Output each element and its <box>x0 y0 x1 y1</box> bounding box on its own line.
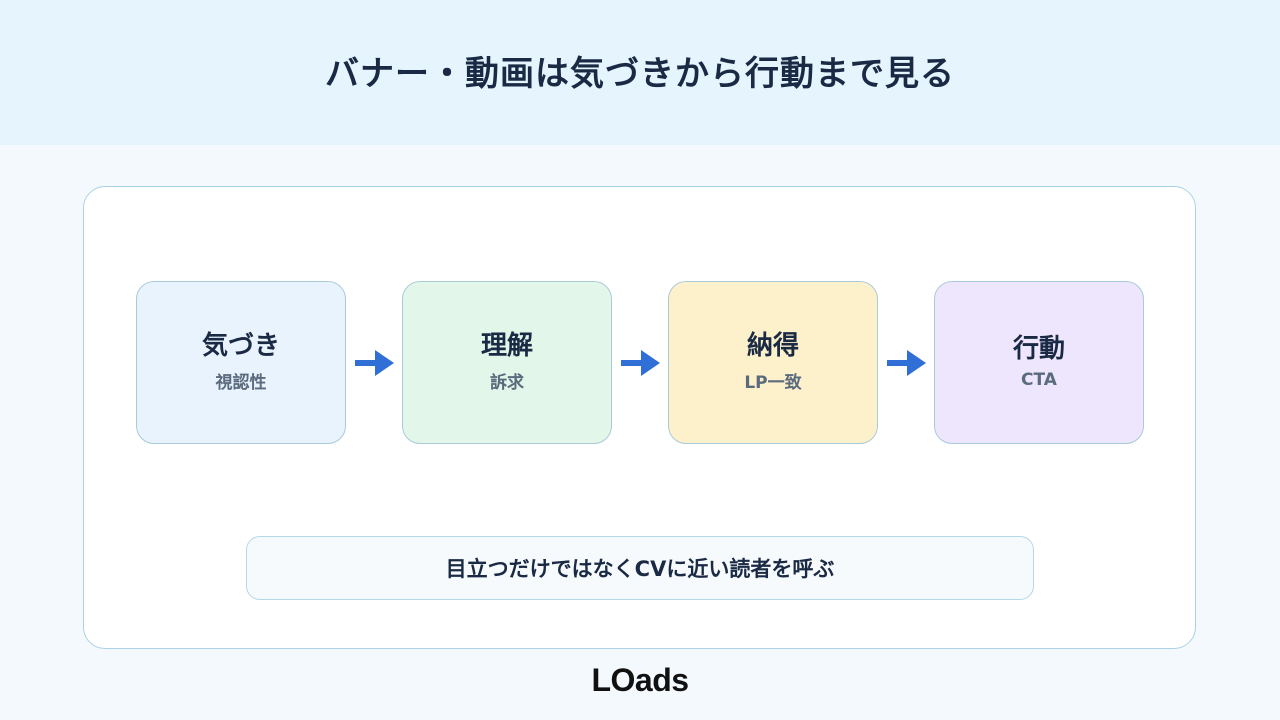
arrow-head <box>641 350 660 376</box>
step-subtitle: LP一致 <box>744 372 802 393</box>
step-conviction: 納得 LP一致 <box>668 281 878 444</box>
arrow-shaft <box>621 360 643 366</box>
step-subtitle: CTA <box>1021 370 1057 391</box>
page-title: バナー・動画は気づきから行動まで見る <box>325 54 955 94</box>
step-title: 納得 <box>746 331 799 362</box>
header-band: バナー・動画は気づきから行動まで見る <box>0 0 1280 145</box>
summary-note: 目立つだけではなくCVに近い読者を呼ぶ <box>246 536 1034 600</box>
arrow-head <box>907 350 926 376</box>
arrow-right-icon <box>887 350 926 376</box>
step-understanding: 理解 訴求 <box>402 281 612 444</box>
step-title: 気づき <box>201 331 280 362</box>
brand-logo: LOads <box>591 662 689 698</box>
step-subtitle: 訴求 <box>490 372 524 393</box>
step-action: 行動 CTA <box>934 281 1144 444</box>
arrow-right-icon <box>355 350 394 376</box>
step-title: 行動 <box>1012 333 1065 364</box>
arrow-right-icon <box>621 350 660 376</box>
step-title: 理解 <box>480 331 533 362</box>
arrow-shaft <box>355 360 377 366</box>
step-subtitle: 視認性 <box>215 372 267 393</box>
arrow-head <box>375 350 394 376</box>
arrow-shaft <box>887 360 909 366</box>
summary-note-text: 目立つだけではなくCVに近い読者を呼ぶ <box>445 557 835 581</box>
step-awareness: 気づき 視認性 <box>136 281 346 444</box>
